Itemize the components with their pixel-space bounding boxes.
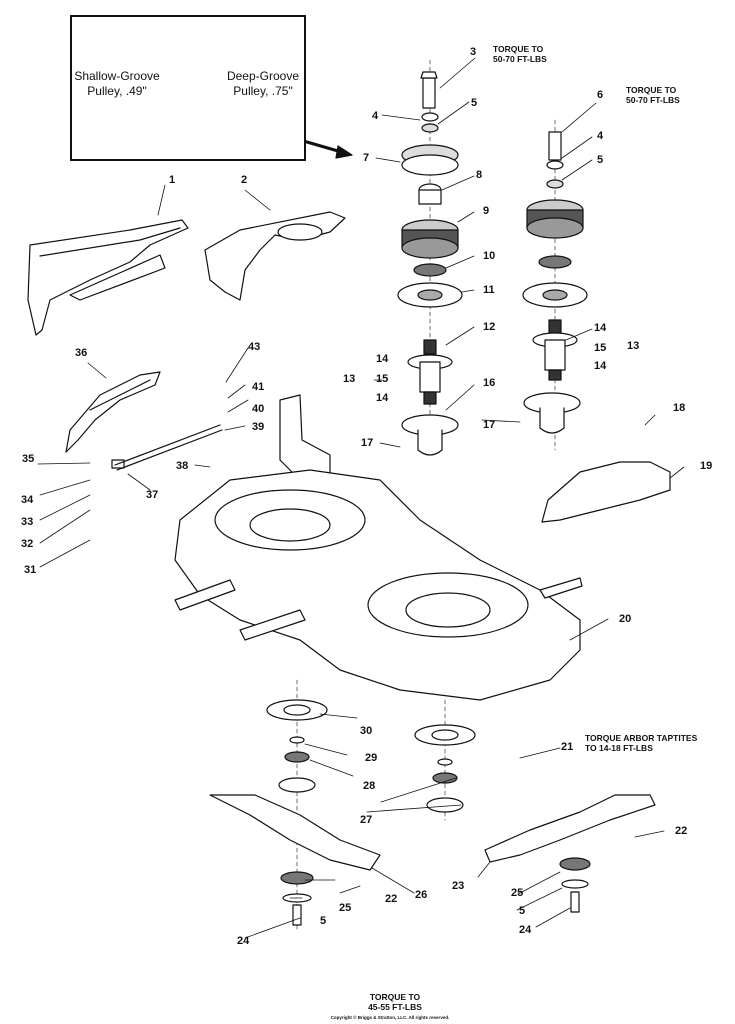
callout-1: 1 bbox=[169, 174, 176, 186]
callout-22b: 22 bbox=[675, 825, 688, 837]
part-36-baffle bbox=[65, 371, 161, 453]
callout-31: 31 bbox=[24, 564, 37, 576]
part-1-shield bbox=[27, 219, 189, 336]
deep-groove-label: Deep-Groove Pulley, .75" bbox=[226, 69, 300, 98]
copyright-notice: Copyright © Briggs & Stratton, LLC. All … bbox=[330, 1015, 450, 1020]
callout-33: 33 bbox=[21, 516, 34, 528]
callout-13b: 13 bbox=[627, 340, 640, 352]
right-spindle-stack bbox=[522, 119, 588, 451]
torque-note-right-spindle: TORQUE TO 50-70 FT-LBS bbox=[626, 85, 680, 105]
callout-37: 37 bbox=[146, 489, 159, 501]
torque-note-left-spindle: TORQUE TO 50-70 FT-LBS bbox=[493, 44, 547, 64]
callout-4b: 4 bbox=[597, 130, 604, 142]
callout-22a: 22 bbox=[385, 893, 398, 905]
callout-38: 38 bbox=[176, 460, 189, 472]
callout-30: 30 bbox=[360, 725, 373, 737]
callout-6: 6 bbox=[597, 89, 604, 101]
callout-41: 41 bbox=[252, 381, 265, 393]
callout-5b: 5 bbox=[597, 154, 604, 166]
callout-13a: 13 bbox=[343, 373, 356, 385]
part-19-cover bbox=[541, 461, 671, 523]
callout-10: 10 bbox=[483, 250, 496, 262]
callout-8: 8 bbox=[476, 169, 483, 181]
callout-5a: 5 bbox=[471, 97, 478, 109]
callout-5d: 5 bbox=[519, 905, 526, 917]
callout-25a: 25 bbox=[339, 902, 352, 914]
callout-24b: 24 bbox=[519, 924, 532, 936]
callout-34: 34 bbox=[21, 494, 34, 506]
callout-15a: 15 bbox=[376, 373, 389, 385]
callout-14c: 14 bbox=[594, 322, 607, 334]
callout-18: 18 bbox=[673, 402, 686, 414]
callout-14b: 14 bbox=[376, 392, 389, 404]
callout-17a: 17 bbox=[361, 437, 374, 449]
torque-note-arbor: TORQUE ARBOR TAPTITES TO 14-18 FT-LBS bbox=[585, 733, 698, 753]
callout-19: 19 bbox=[700, 460, 713, 472]
callout-20: 20 bbox=[619, 613, 632, 625]
pulley-inset-box: Shallow-Groove Pulley, .49" Deep-Groove … bbox=[70, 15, 306, 161]
callout-26: 26 bbox=[415, 889, 428, 901]
lower-left-stack bbox=[209, 679, 381, 931]
callout-23: 23 bbox=[452, 880, 465, 892]
part-20-deck-housing bbox=[174, 469, 583, 701]
callout-9: 9 bbox=[483, 205, 490, 217]
leader-lines bbox=[37, 57, 685, 939]
callout-21: 21 bbox=[561, 741, 574, 753]
callout-32: 32 bbox=[21, 538, 34, 550]
callout-12: 12 bbox=[483, 321, 496, 333]
callout-5c: 5 bbox=[320, 915, 327, 927]
callout-17b: 17 bbox=[483, 419, 496, 431]
lower-right-stack bbox=[414, 699, 656, 913]
callout-27: 27 bbox=[360, 814, 373, 826]
callout-14a: 14 bbox=[376, 353, 389, 365]
callout-2: 2 bbox=[241, 174, 248, 186]
left-spindle-stack bbox=[397, 59, 463, 456]
callout-16: 16 bbox=[483, 377, 496, 389]
part-2-cover bbox=[204, 211, 346, 301]
torque-note-blade: TORQUE TO 45-55 FT-LBS bbox=[368, 992, 422, 1012]
callout-14d: 14 bbox=[594, 360, 607, 372]
callout-29: 29 bbox=[365, 752, 378, 764]
callout-40: 40 bbox=[252, 403, 265, 415]
part-37-rod bbox=[111, 424, 223, 471]
shallow-groove-label: Shallow-Groove Pulley, .49" bbox=[74, 69, 160, 98]
height-bracket bbox=[279, 394, 331, 481]
callout-36: 36 bbox=[75, 347, 88, 359]
callout-4a: 4 bbox=[372, 110, 379, 122]
callout-11: 11 bbox=[483, 284, 495, 296]
callout-39: 39 bbox=[252, 421, 265, 433]
callout-28: 28 bbox=[363, 780, 376, 792]
callout-15b: 15 bbox=[594, 342, 607, 354]
callout-25b: 25 bbox=[511, 887, 524, 899]
callout-24a: 24 bbox=[237, 935, 250, 947]
callout-43: 43 bbox=[248, 341, 261, 353]
callout-3: 3 bbox=[470, 46, 477, 58]
callout-35: 35 bbox=[22, 453, 35, 465]
callout-7: 7 bbox=[363, 152, 370, 164]
